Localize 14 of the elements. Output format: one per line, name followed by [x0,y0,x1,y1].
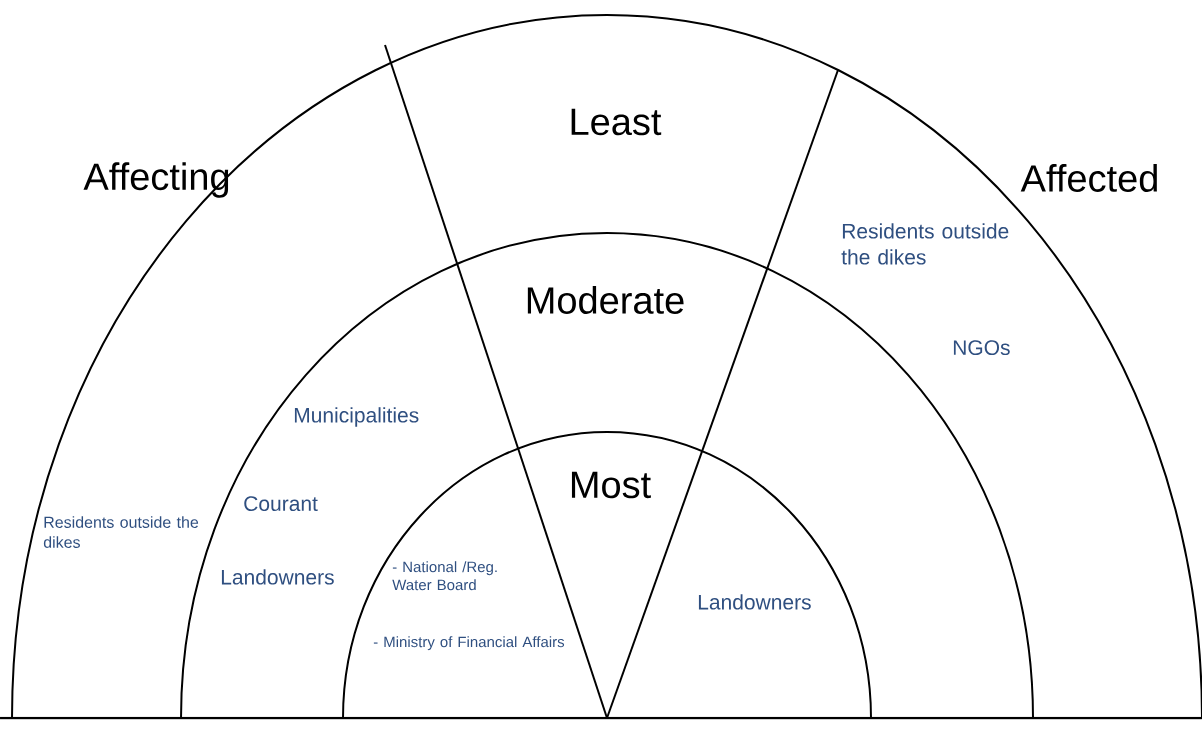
stakeholder-label: Courant [244,496,318,512]
stakeholder-label: Residents outside the dikes [841,223,1009,265]
stakeholder-label: Landowners [698,594,811,610]
ring-label: Moderate [527,286,684,314]
ring-label: Most [571,471,651,499]
stakeholder-label: - National /Reg. Water Board [392,561,497,591]
stakeholder-label: - Ministry of Financial Affairs [373,636,565,651]
stakeholder-label: Municipalities [294,407,419,427]
stakeholder-label: NGOs [953,340,1010,356]
stakeholder-label: Residents outside the dikes [43,516,199,548]
ring-label: Affecting [83,162,229,198]
stakeholder-label: Landowners [221,569,334,585]
ring-label: Least [571,108,662,136]
ring-label: Affected [1020,164,1157,192]
